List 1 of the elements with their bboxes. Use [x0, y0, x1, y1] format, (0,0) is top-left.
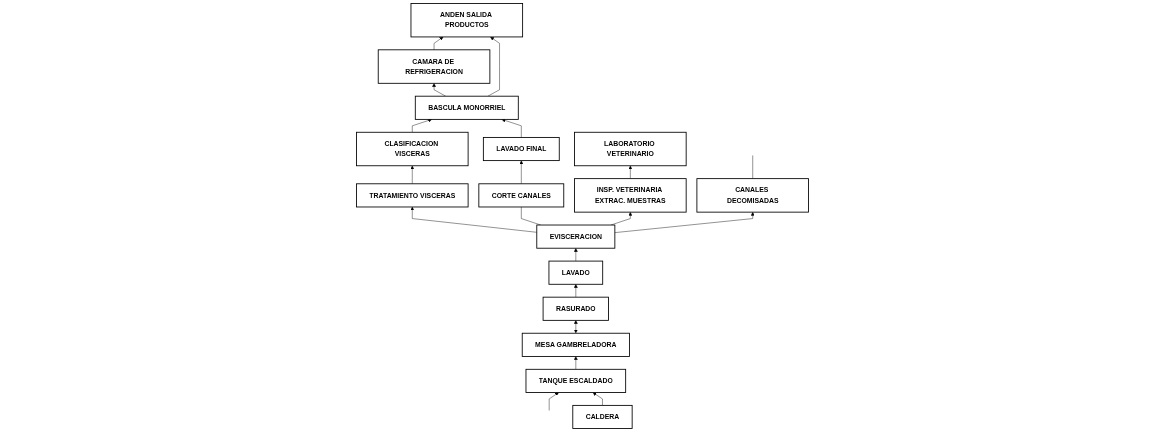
connector [752, 155, 753, 179]
